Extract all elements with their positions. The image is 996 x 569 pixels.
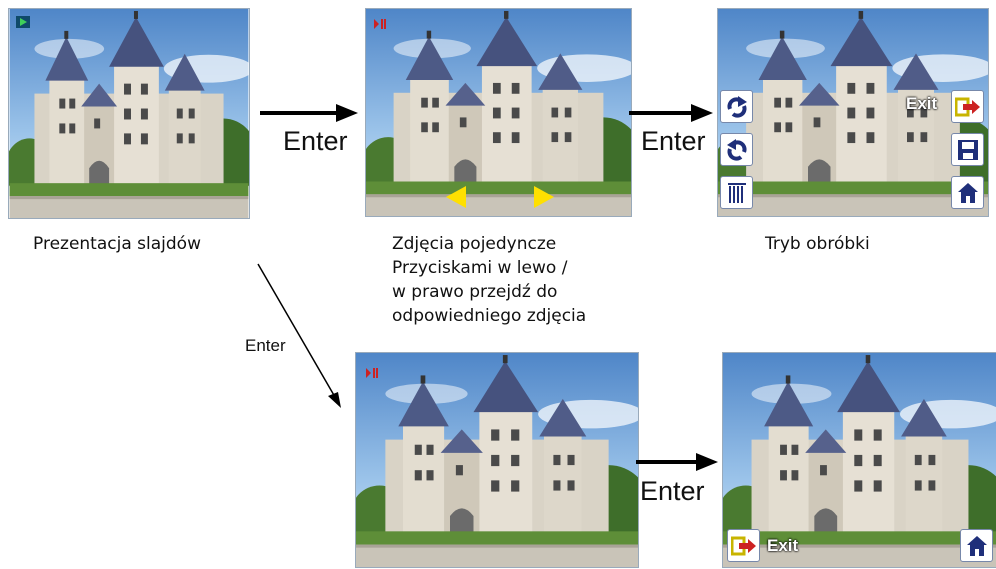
left-triangle-icon[interactable] <box>446 186 466 208</box>
label-line: Zdjęcia pojedyncze <box>392 234 557 254</box>
exit-arrow-icon <box>730 536 756 555</box>
castle-photo <box>9 9 249 218</box>
exit-button[interactable] <box>727 529 760 562</box>
castle-photo <box>723 353 996 567</box>
slideshow-screen <box>8 8 250 219</box>
single-photo-screen <box>365 8 632 217</box>
exit-button[interactable] <box>951 90 984 123</box>
right-triangle-icon[interactable] <box>534 186 554 208</box>
label-line: w prawo przejdź do <box>392 282 558 302</box>
enter-label: Enter <box>283 126 348 156</box>
home-button[interactable] <box>951 176 984 209</box>
rotate-counterclockwise-icon <box>726 138 746 161</box>
right-arrow <box>260 104 358 122</box>
delete-button[interactable] <box>720 176 753 209</box>
castle-photo <box>718 9 988 216</box>
diagonal-arrow <box>257 263 341 408</box>
exit-mode-screen: Exit <box>722 352 996 568</box>
exit-arrow-icon <box>954 97 980 116</box>
edit-mode-screen: Exit <box>717 8 989 217</box>
enter-label: Enter <box>640 476 705 506</box>
right-arrow <box>629 104 713 122</box>
paused-photo-screen <box>355 352 639 568</box>
castle-photo <box>366 9 631 216</box>
rotate-clockwise-icon <box>727 95 747 118</box>
exit-label: Exit <box>906 94 938 113</box>
pause-icon <box>374 19 386 29</box>
rotate-clockwise-button[interactable] <box>720 90 753 123</box>
enter-label: Enter <box>641 126 706 156</box>
home-icon <box>966 535 987 556</box>
pause-icon <box>366 368 378 378</box>
exit-label: Exit <box>767 536 799 555</box>
slideshow-label: Prezentacja slajdów <box>33 234 201 254</box>
edit-mode-label: Tryb obróbki <box>765 234 870 254</box>
right-arrow <box>636 453 718 471</box>
play-icon <box>16 16 30 28</box>
castle-photo <box>356 353 638 567</box>
home-icon <box>957 182 978 203</box>
home-button[interactable] <box>960 529 993 562</box>
label-line: Przyciskami w lewo / <box>392 258 568 278</box>
delete-bars-icon <box>727 182 746 203</box>
label-line: odpowiedniego zdjęcia <box>392 306 587 326</box>
rotate-counterclockwise-button[interactable] <box>720 133 753 166</box>
save-button[interactable] <box>951 133 984 166</box>
save-floppy-icon <box>957 139 978 160</box>
enter-label: Enter <box>245 336 286 355</box>
